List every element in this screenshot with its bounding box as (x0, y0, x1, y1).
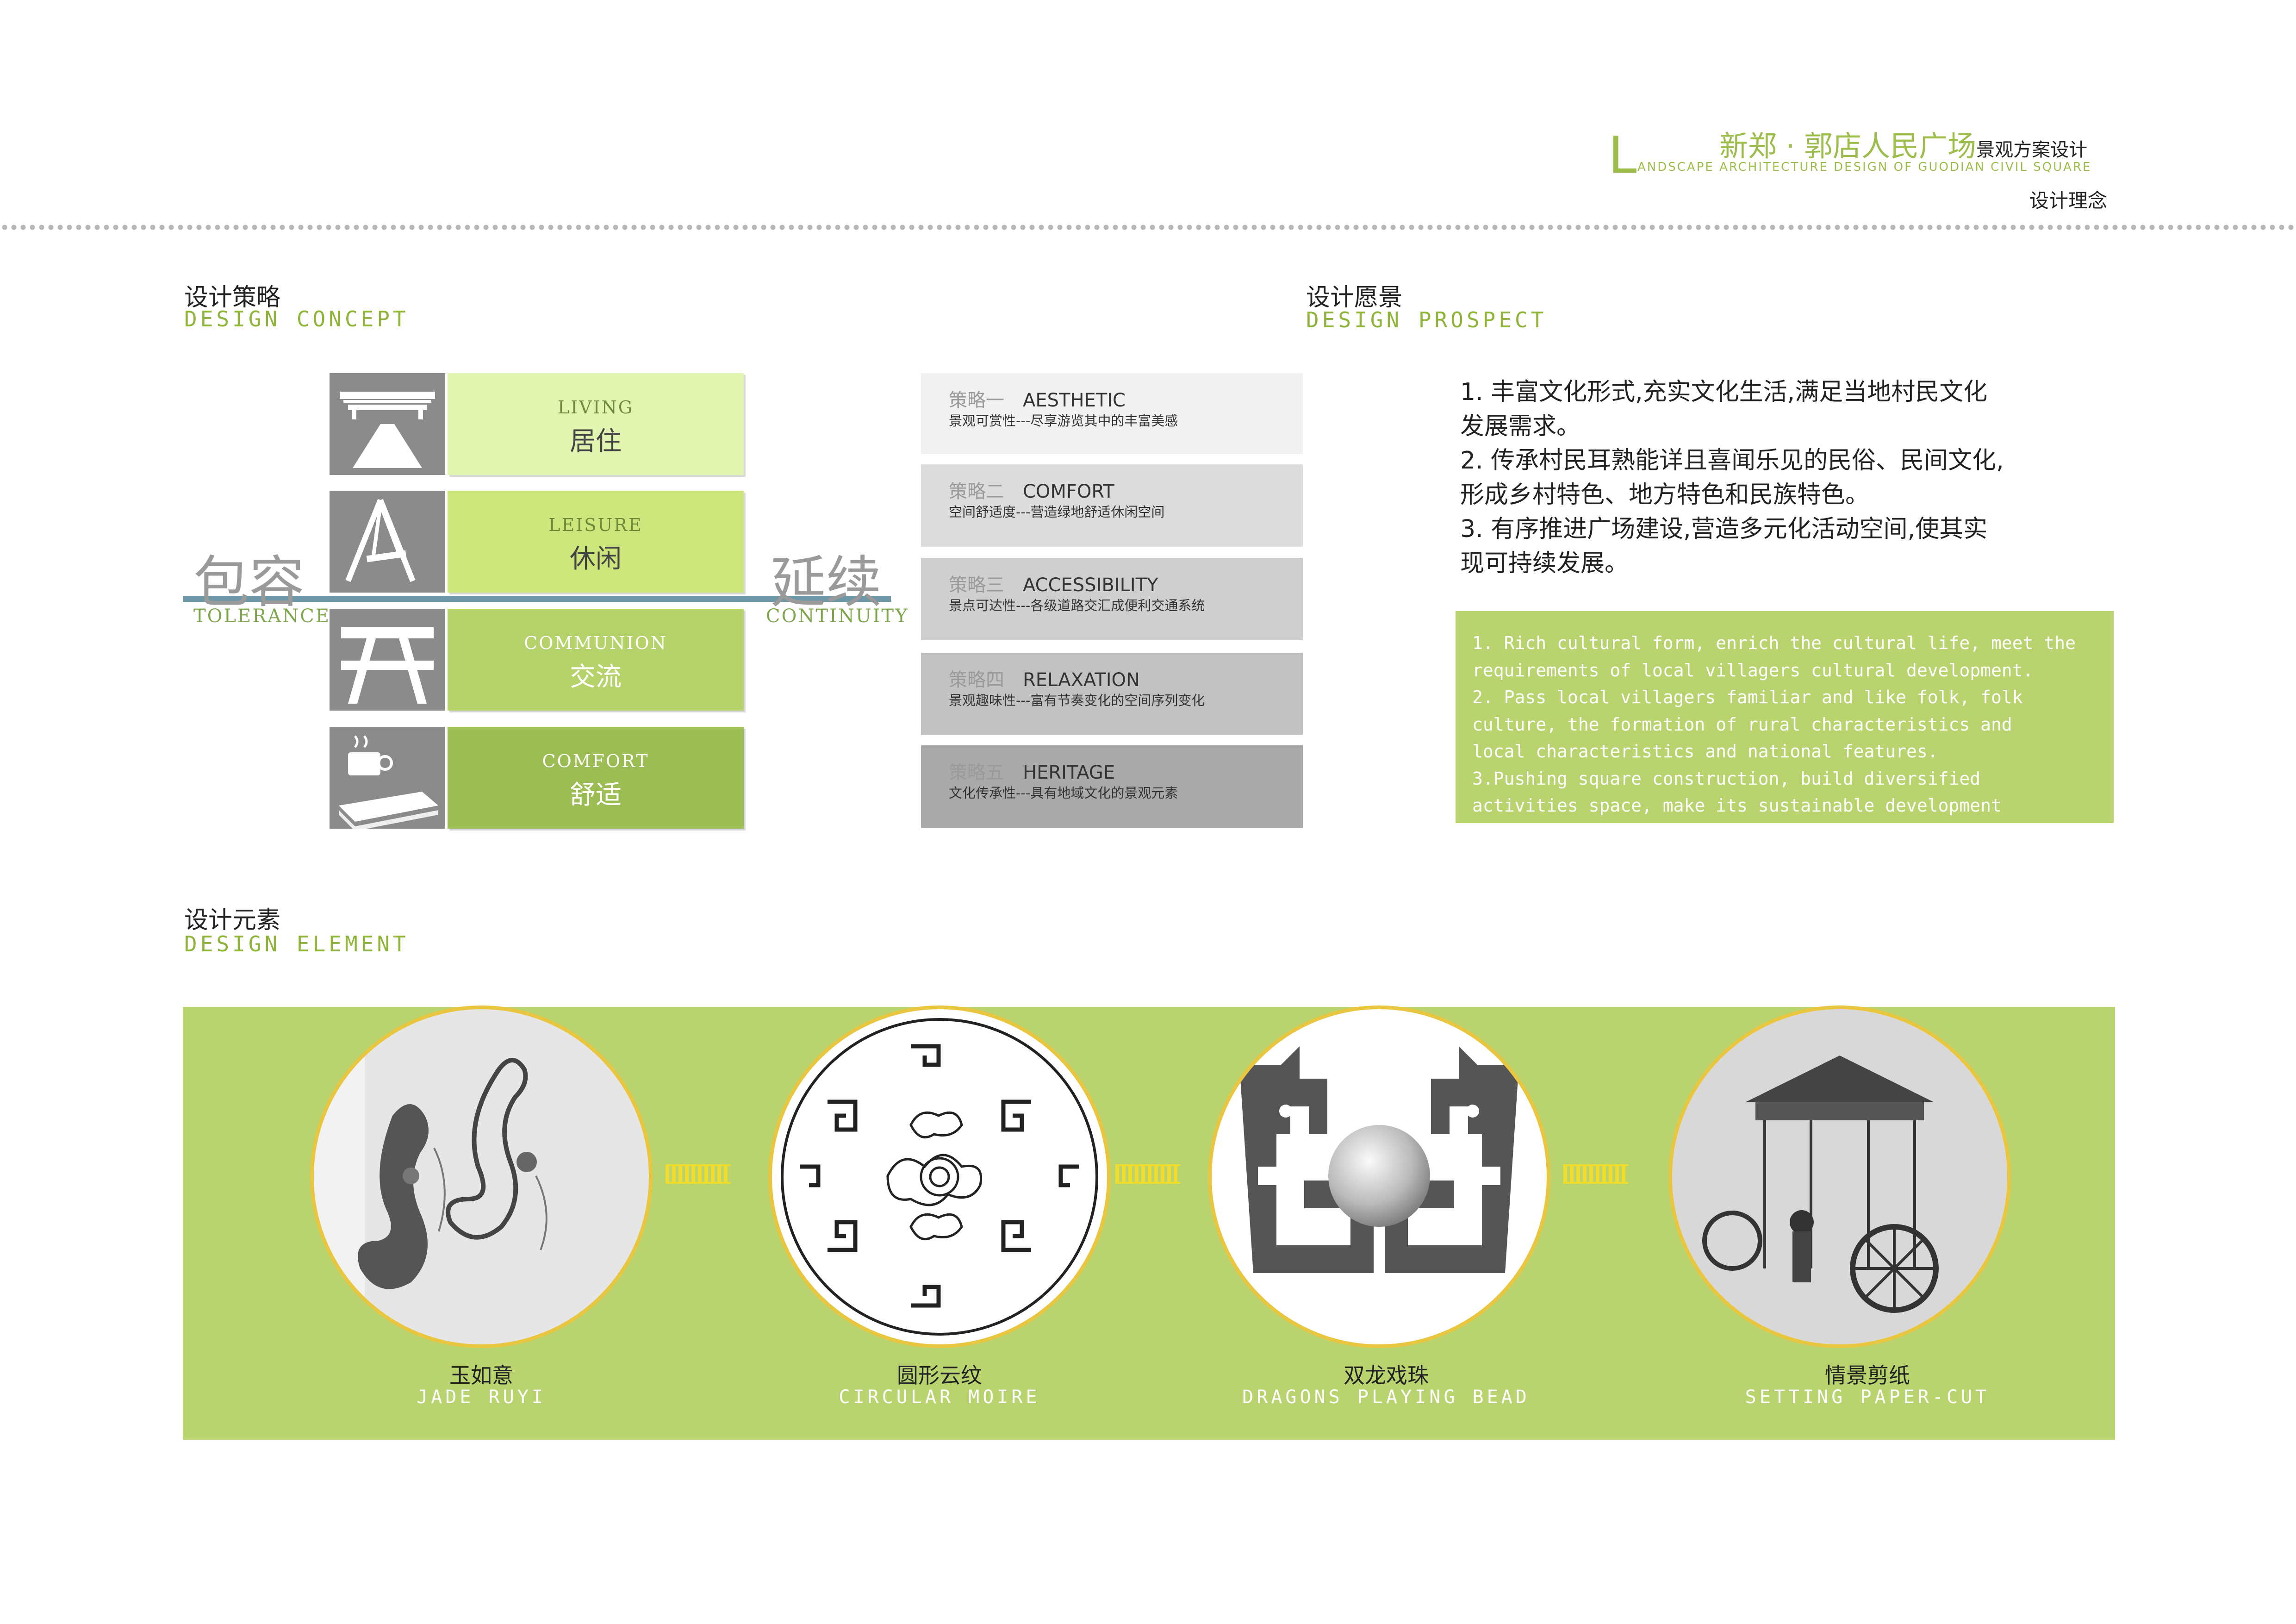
header-title-main: 新郑 · 郭店人民广场 (1719, 129, 1977, 163)
element-caption-en: CIRCULAR MOIRE (839, 1387, 1040, 1408)
living-icon-box (330, 373, 445, 475)
prospect-line: 发展需求。 (1460, 412, 1581, 440)
page-label: 设计理念 (2029, 189, 2108, 212)
communion-icon-box (330, 609, 445, 711)
concept-right-cn: 延续 (771, 550, 882, 615)
strategy-heading: 策略四 RELAXATION (949, 665, 1140, 692)
dragons-playing-bead-image (1208, 1006, 1550, 1348)
english-line: requirements of local villagers cultural… (1472, 660, 2034, 681)
strategy-heading: 策略一 AESTHETIC (949, 385, 1126, 412)
strategy-1: 策略一 AESTHETIC 景观可赏性---尽享游览其中的丰富美感 (921, 373, 1303, 454)
setting-paper-cut-image (1668, 1006, 2011, 1348)
concept-item-en: COMFORT (542, 751, 649, 771)
connector (666, 1164, 730, 1184)
header-title: 新郑 · 郭店人民广场景观方案设计 (1719, 129, 2088, 163)
prospect-line: 1. 丰富文化形式,充实文化生活,满足当地村民文化 (1460, 378, 1988, 406)
strategy-4: 策略四 RELAXATION 景观趣味性---富有节奏变化的空间序列变化 (921, 653, 1303, 735)
jade-ruyi-image (310, 1006, 653, 1348)
element-caption-cn: 玉如意 (449, 1363, 513, 1388)
concept-item-comfort: COMFORT 舒适 (448, 727, 744, 829)
english-line: 1. Rich cultural form, enrich the cultur… (1472, 633, 2076, 653)
concept-item-en: LEISURE (548, 515, 643, 535)
prospect-list: 1. 丰富文化形式,充实文化生活,满足当地村民文化 发展需求。 2. 传承村民耳… (1460, 375, 2004, 581)
concept-item-communion: COMMUNION 交流 (448, 609, 744, 711)
english-line: 3.Pushing square construction, build div… (1472, 768, 1981, 789)
swing-icon (345, 499, 416, 582)
concept-title-cn: 设计策略 (184, 284, 281, 312)
strategy-heading: 策略五 HERITAGE (949, 757, 1115, 784)
strategy-desc: 文化传承性---具有地域文化的景观元素 (949, 785, 1178, 801)
elements-title-en: DESIGN ELEMENT (184, 931, 409, 956)
strategy-3: 策略三 ACCESSIBILITY 景点可达性---各级道路交汇成便利交通系统 (921, 558, 1303, 640)
strategy-key: 策略四 (949, 669, 1004, 691)
strategy-desc: 景观可赏性---尽享游览其中的丰富美感 (949, 413, 1178, 429)
pavilion-icon (340, 392, 435, 468)
element-caption-cn: 情景剪纸 (1825, 1363, 1910, 1388)
prospect-line: 现可持续发展。 (1460, 550, 1629, 577)
concept-axis-line (183, 596, 891, 602)
strategy-name: ACCESSIBILITY (1023, 575, 1158, 596)
concept-item-cn: 交流 (570, 662, 622, 692)
concept-item-leisure: LEISURE 休闲 (448, 491, 744, 593)
concept-left-en: TOLERANCE (193, 606, 331, 627)
concept-item-cn: 舒适 (570, 780, 622, 810)
strategy-heading: 策略三 ACCESSIBILITY (949, 570, 1158, 597)
element-caption-en: DRAGONS PLAYING BEAD (1242, 1387, 1530, 1408)
elements-title-cn: 设计元素 (184, 906, 281, 934)
concept-item-living: LIVING 居住 (448, 373, 744, 475)
element-caption-en: JADE RUYI (417, 1387, 546, 1408)
strategy-desc: 景点可达性---各级道路交汇成便利交通系统 (949, 598, 1205, 613)
english-line: 2. Pass local villagers familiar and lik… (1472, 687, 2023, 707)
prospect-english-text: 1. Rich cultural form, enrich the cultur… (1456, 611, 2114, 819)
prospect-line: 3. 有序推进广场建设,营造多元化活动空间,使其实 (1460, 515, 1988, 543)
prospect-line: 形成乡村特色、地方特色和民族特色。 (1460, 481, 1870, 509)
prospect-title-en: DESIGN PROSPECT (1306, 307, 1547, 332)
header-subtitle-en: ANDSCAPE ARCHITECTURE DESIGN OF GUODIAN … (1637, 160, 2092, 174)
element-caption-en: SETTING PAPER-CUT (1745, 1387, 1990, 1408)
concept-right-en: CONTINUITY (766, 606, 909, 627)
concept-item-cn: 休闲 (570, 544, 622, 574)
strategy-name: HERITAGE (1023, 762, 1115, 783)
concept-title-en: DESIGN CONCEPT (184, 306, 409, 331)
english-line: activities space, make its sustainable d… (1472, 795, 2002, 816)
strategy-key: 策略一 (949, 390, 1004, 411)
strategy-desc: 空间舒适度---营造绿地舒适休闲空间 (949, 504, 1165, 520)
header-initial: L (1608, 125, 1637, 185)
element-caption-cn: 圆形云纹 (897, 1363, 982, 1388)
concept-item-en: LIVING (557, 397, 634, 418)
prospect-line: 2. 传承村民耳熟能详且喜闻乐见的民俗、民间文化, (1460, 447, 2004, 475)
strategy-desc: 景观趣味性---富有节奏变化的空间序列变化 (949, 693, 1205, 708)
strategy-heading: 策略二 COMFORT (949, 476, 1114, 503)
circular-moire-image (768, 1006, 1111, 1348)
element-caption-cn: 双龙戏珠 (1344, 1363, 1429, 1388)
concept-item-cn: 居住 (570, 426, 622, 456)
strategy-name: RELAXATION (1023, 669, 1140, 691)
english-line: local characteristics and national featu… (1472, 741, 1938, 762)
strategy-5: 策略五 HERITAGE 文化传承性---具有地域文化的景观元素 (921, 745, 1303, 828)
leisure-icon-box (330, 491, 445, 593)
strategy-key: 策略三 (949, 575, 1004, 596)
prospect-title-cn: 设计愿景 (1306, 284, 1403, 312)
concept-left-cn: 包容 (193, 550, 305, 615)
strategy-key: 策略五 (949, 762, 1004, 783)
strategy-2: 策略二 COMFORT 空间舒适度---营造绿地舒适休闲空间 (921, 464, 1303, 547)
dotted-divider (0, 224, 2296, 231)
comfort-icon-box (330, 727, 445, 831)
connector (1563, 1164, 1628, 1184)
concept-item-en: COMMUNION (524, 633, 667, 653)
prospect-english-box: 1. Rich cultural form, enrich the cultur… (1456, 611, 2114, 823)
connector (1115, 1164, 1180, 1184)
strategy-key: 策略二 (949, 481, 1004, 502)
header-title-suffix: 景观方案设计 (1976, 139, 2088, 161)
strategy-name: AESTHETIC (1023, 390, 1126, 411)
english-line: culture, the formation of rural characte… (1472, 714, 2012, 735)
strategy-name: COMFORT (1023, 481, 1114, 502)
coffee-book-icon (339, 735, 438, 831)
picnic-table-icon (341, 627, 434, 704)
